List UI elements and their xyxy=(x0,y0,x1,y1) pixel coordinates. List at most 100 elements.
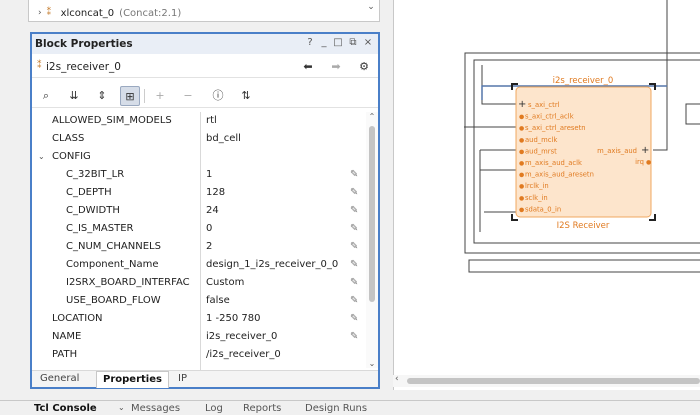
property-value[interactable]: /i2s_receiver_0 xyxy=(206,349,281,360)
chevron-right-icon[interactable]: › xyxy=(38,8,42,18)
horizontal-scrollbar[interactable]: ‹ xyxy=(393,374,700,387)
tab-ip[interactable]: IP xyxy=(178,373,187,384)
remove-icon[interactable]: − xyxy=(183,89,193,102)
property-row[interactable]: C_IS_MASTER 0 ✎ xyxy=(32,220,366,238)
sort-icon[interactable]: ⇅ xyxy=(241,89,251,102)
pencil-icon[interactable]: ✎ xyxy=(350,187,359,198)
tree-item-detail: (Concat:2.1) xyxy=(119,7,182,19)
search-icon[interactable]: ⌕ xyxy=(42,89,50,102)
group-by-category-icon[interactable]: ⊞ xyxy=(120,86,140,106)
property-row[interactable]: C_32BIT_LR 1 ✎ xyxy=(32,166,366,184)
scroll-thumb[interactable] xyxy=(407,378,700,384)
info-icon[interactable]: ⓘ xyxy=(212,89,224,102)
pencil-icon[interactable]: ✎ xyxy=(350,241,359,252)
port-label[interactable]: m_axis_aud_aclk xyxy=(525,159,582,167)
pencil-icon[interactable]: ✎ xyxy=(350,169,359,180)
gear-icon[interactable]: ⚙ xyxy=(359,60,369,73)
property-value[interactable]: false xyxy=(206,295,230,306)
tab-tcl-console[interactable]: Tcl Console xyxy=(34,403,97,414)
property-row[interactable]: NAME i2s_receiver_0 ✎ xyxy=(32,328,366,346)
port-pin-icon: ● xyxy=(519,172,524,179)
expand-interface-icon[interactable]: + xyxy=(641,145,649,156)
back-arrow-icon[interactable]: ⬅ xyxy=(303,60,313,73)
expand-interface-icon[interactable]: + xyxy=(518,99,526,110)
ip-block-i2s-receiver[interactable] xyxy=(515,86,652,218)
column-divider[interactable] xyxy=(200,112,201,370)
tab-properties[interactable]: Properties xyxy=(96,371,169,388)
pencil-icon[interactable]: ✎ xyxy=(350,313,359,324)
property-value[interactable]: i2s_receiver_0 xyxy=(206,331,278,342)
scroll-left-icon[interactable]: ‹ xyxy=(395,374,399,384)
maximize-icon[interactable]: □ xyxy=(333,37,343,48)
property-name: C_IS_MASTER xyxy=(66,223,134,234)
property-value[interactable]: Custom xyxy=(206,277,245,288)
port-label[interactable]: sclk_in xyxy=(525,194,548,202)
property-value[interactable]: bd_cell xyxy=(206,133,241,144)
port-pin-icon: ● xyxy=(519,125,524,132)
property-name: NAME xyxy=(52,331,82,342)
float-icon[interactable]: ⧉ xyxy=(349,37,357,48)
property-value[interactable]: 2 xyxy=(206,241,213,252)
property-row[interactable]: Component_Name design_1_i2s_receiver_0_0 ✎ xyxy=(32,256,366,274)
property-value[interactable]: 24 xyxy=(206,205,219,216)
tab-design-runs[interactable]: Design Runs xyxy=(305,403,368,414)
port-label[interactable]: lrclk_in xyxy=(525,182,549,190)
pencil-icon[interactable]: ✎ xyxy=(350,277,359,288)
property-row[interactable]: PATH/i2s_receiver_0 xyxy=(32,346,366,364)
chevron-down-icon[interactable]: ⌄ xyxy=(118,403,125,412)
port-label[interactable]: aud_mrst xyxy=(525,147,557,155)
port-label[interactable]: m_axis_aud_aresetn xyxy=(525,171,594,179)
port-label[interactable]: s_axi_ctrl_aresetn xyxy=(525,124,586,132)
property-name: Component_Name xyxy=(66,259,159,270)
property-value[interactable]: rtl xyxy=(206,115,217,126)
property-row[interactable]: LOCATION 1 -250 780 ✎ xyxy=(32,310,366,328)
port-label[interactable]: s_axi_ctrl_aclk xyxy=(525,113,574,121)
property-row[interactable]: ⌄CONFIG xyxy=(32,148,366,166)
port-label[interactable]: irq xyxy=(635,158,644,166)
block-diagram[interactable]: i2s_receiver_0 I2S Receiver +s_axi_ctrl●… xyxy=(394,0,700,390)
vertical-scrollbar[interactable]: ⌃ ⌄ xyxy=(366,112,378,368)
property-name: LOCATION xyxy=(52,313,103,324)
port-pin-icon: ● xyxy=(646,159,651,166)
property-name: C_32BIT_LR xyxy=(66,169,125,180)
tab-reports[interactable]: Reports xyxy=(243,403,282,414)
chevron-down-icon[interactable]: ⌄ xyxy=(38,152,45,161)
minimize-icon[interactable]: _ xyxy=(321,37,327,48)
property-value[interactable]: 1 xyxy=(206,169,213,180)
property-value[interactable]: 128 xyxy=(206,187,226,198)
close-icon[interactable]: × xyxy=(363,37,373,48)
expand-all-icon[interactable]: ⇕ xyxy=(97,89,107,102)
tab-general[interactable]: General xyxy=(40,373,80,384)
property-value[interactable]: design_1_i2s_receiver_0_0 xyxy=(206,259,339,270)
scroll-down-icon[interactable]: ⌄ xyxy=(368,359,376,368)
port-label[interactable]: m_axis_aud xyxy=(597,147,637,155)
property-value[interactable]: 1 -250 780 xyxy=(206,313,261,324)
forward-arrow-icon[interactable]: ➡ xyxy=(331,60,341,73)
add-icon[interactable]: + xyxy=(155,89,165,102)
pencil-icon[interactable]: ✎ xyxy=(350,205,359,216)
tab-messages[interactable]: Messages xyxy=(131,403,181,414)
tree-scroll-down-icon[interactable]: ⌄ xyxy=(367,2,375,12)
scroll-up-icon[interactable]: ⌃ xyxy=(368,112,376,121)
pencil-icon[interactable]: ✎ xyxy=(350,259,359,270)
pencil-icon[interactable]: ✎ xyxy=(350,295,359,306)
property-value[interactable]: 0 xyxy=(206,223,213,234)
port-label[interactable]: aud_mclk xyxy=(525,136,557,144)
port-label[interactable]: sdata_0_in xyxy=(525,205,561,213)
pencil-icon[interactable]: ✎ xyxy=(350,331,359,342)
port-label[interactable]: s_axi_ctrl xyxy=(528,101,560,109)
tree-item-xlconcat[interactable]: › ⁑ xlconcat_0 (Concat:2.1) xyxy=(38,6,181,20)
block-diagram-canvas[interactable]: i2s_receiver_0 I2S Receiver +s_axi_ctrl●… xyxy=(393,0,700,390)
tab-log[interactable]: Log xyxy=(205,403,223,414)
scroll-thumb[interactable] xyxy=(369,126,375,302)
help-icon[interactable]: ? xyxy=(307,37,313,48)
collapse-all-icon[interactable]: ⇊ xyxy=(69,89,79,102)
pencil-icon[interactable]: ✎ xyxy=(350,223,359,234)
